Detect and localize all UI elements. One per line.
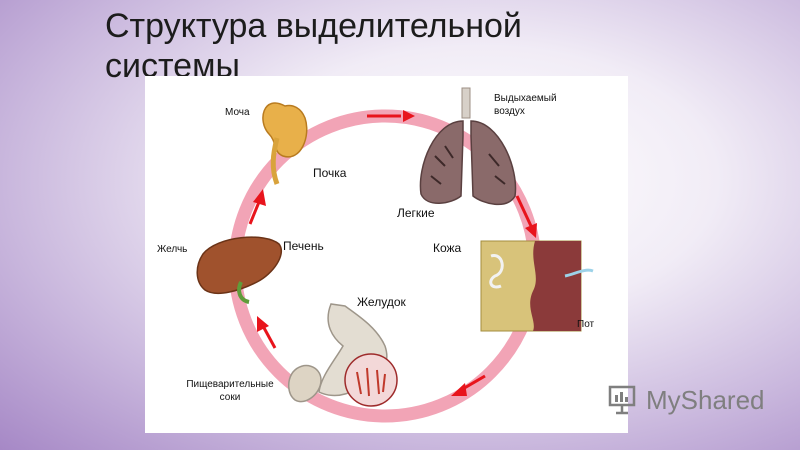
label-sweat: Пот	[577, 319, 595, 330]
diagram-canvas	[196, 87, 594, 423]
liver-organ	[196, 236, 282, 304]
label-liver: Печень	[283, 239, 324, 253]
excretory-system-diagram: Моча Почка Выдыхаемый воздух Легкие Кожа…	[145, 76, 628, 433]
skin-section	[480, 240, 594, 332]
label-stomach: Желудок	[357, 295, 406, 309]
arrow-left-lower	[257, 316, 277, 349]
label-bile: Желчь	[157, 244, 188, 255]
presentation-board-icon	[608, 385, 636, 415]
label-lungs: Легкие	[397, 206, 435, 220]
arrow-left-upper	[248, 189, 266, 225]
label-kidney: Почка	[313, 166, 347, 180]
label-skin: Кожа	[433, 241, 462, 255]
myshared-watermark: MyShared	[606, 380, 765, 420]
watermark-text: MyShared	[646, 384, 765, 415]
label-digestive-juices: Пищеварительные соки	[186, 379, 274, 403]
lungs-organ	[419, 87, 517, 206]
cycle-arrows	[248, 110, 537, 396]
arrow-right-upper	[515, 195, 537, 238]
stomach-organ	[288, 303, 398, 407]
slide-title: Структура выделительной системы	[105, 7, 522, 85]
kidney-organ	[262, 102, 308, 185]
arrow-bottom-right	[451, 374, 486, 396]
label-exhaled-air: Выдыхаемый воздух	[494, 93, 557, 117]
arrow-top	[367, 110, 415, 122]
label-urine: Моча	[225, 107, 250, 118]
